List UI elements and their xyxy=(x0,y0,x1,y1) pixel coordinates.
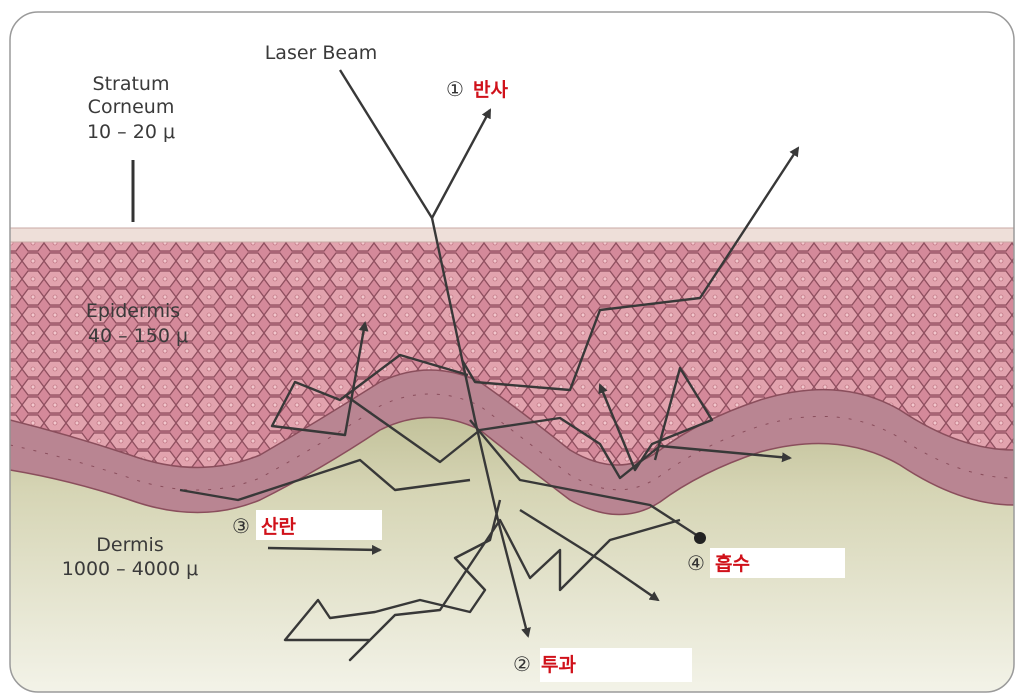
stratum-corneum-label-line2: Corneum xyxy=(88,96,175,118)
laser-beam-label: Laser Beam xyxy=(265,42,378,64)
lateral-scatter-ray xyxy=(344,394,792,480)
escape-scatter-ray xyxy=(460,146,800,392)
stratum-corneum-thickness: 10 – 20 μ xyxy=(87,121,175,143)
scattering-number: ③ xyxy=(232,514,250,538)
absorption-label-box xyxy=(710,548,845,578)
incident-beam xyxy=(338,69,434,219)
stratum-corneum-label: Stratum xyxy=(93,73,170,95)
panel-border xyxy=(9,11,1015,693)
absorption-number: ④ xyxy=(687,551,705,575)
epidermal-scatter-ray xyxy=(270,321,469,437)
basal-cell-dividers xyxy=(10,393,1014,491)
reflection-ray xyxy=(430,108,492,219)
transmission-label-box xyxy=(540,648,692,682)
transmission-ray xyxy=(430,217,531,638)
dermis-label: Dermis xyxy=(96,534,163,556)
star-scatter-ray xyxy=(598,366,714,472)
laser-rays xyxy=(179,69,800,662)
stratum-corneum-layer xyxy=(10,227,1014,243)
reflection-number: ① xyxy=(446,77,464,101)
transmission-label: 투과 xyxy=(541,654,576,676)
scattering-label: 산란 xyxy=(261,516,296,538)
dermis-thickness: 1000 – 4000 μ xyxy=(62,558,198,580)
dermal-scatter-ray-a xyxy=(179,458,471,502)
reflection-label: 반사 xyxy=(473,79,508,101)
epidermis-thickness: 40 – 150 μ xyxy=(88,325,188,347)
dermal-scatter-ray-c xyxy=(267,544,382,555)
epidermis-layer xyxy=(10,240,1014,488)
scattering-label-box xyxy=(256,510,382,540)
dermal-scatter-ray-d xyxy=(519,508,660,602)
dermal-scatter-ray-b xyxy=(283,499,681,662)
basal-layer xyxy=(10,369,1014,516)
epidermis-label: Epidermis xyxy=(86,300,180,322)
absorption-point xyxy=(694,532,706,544)
absorption-label: 흡수 xyxy=(715,552,750,575)
transmission-number: ② xyxy=(513,652,531,676)
